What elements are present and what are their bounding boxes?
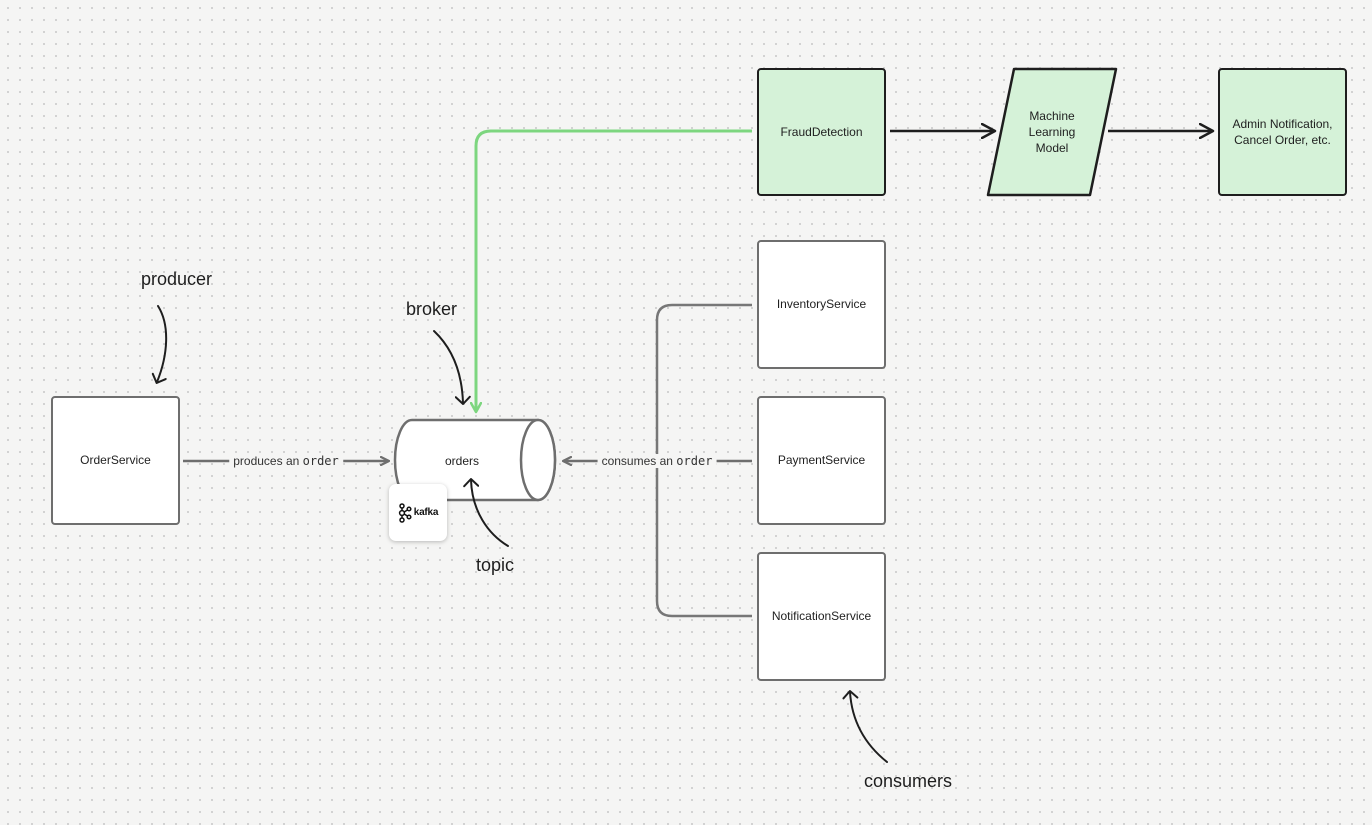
ml-model-shape[interactable]: [986, 67, 1118, 197]
fraud-detection-node[interactable]: FraudDetection: [757, 68, 886, 196]
notification-consumer-line: [655, 467, 752, 618]
inventory-service-node[interactable]: InventoryService: [757, 240, 886, 369]
topic-pointer-arrow: [463, 478, 509, 547]
fraud-detection-label: FraudDetection: [780, 124, 863, 139]
payment-service-label: PaymentService: [777, 453, 866, 468]
produces-edge-label: produces an order: [229, 454, 343, 468]
topic-annotation: topic: [476, 555, 515, 575]
produces-edge-code: order: [302, 454, 339, 468]
order-service-node[interactable]: OrderService: [51, 396, 180, 525]
admin-action-node[interactable]: Admin Notification, Cancel Order, etc.: [1218, 68, 1347, 196]
kafka-badge: kafka: [389, 484, 447, 541]
ml-model-label: Machine Learning Model: [1028, 108, 1076, 156]
produces-edge-prefix: produces an: [233, 454, 300, 468]
producer-annotation: producer: [141, 269, 213, 289]
kafka-logo-icon: [398, 502, 412, 523]
broker-annotation: broker: [406, 299, 458, 319]
topic-name-label: orders: [444, 453, 479, 468]
consumes-edge-code: order: [676, 454, 713, 468]
admin-action-label: Admin Notification, Cancel Order, etc.: [1232, 116, 1333, 147]
kafka-label: kafka: [413, 507, 439, 518]
inventory-consumer-line: [655, 303, 752, 455]
notification-service-label: NotificationService: [771, 609, 872, 624]
inventory-service-label: InventoryService: [776, 297, 867, 312]
notification-service-node[interactable]: NotificationService: [757, 552, 886, 681]
consumes-edge-prefix: consumes an: [601, 454, 673, 468]
fraud-detection-edge: [476, 129, 752, 412]
payment-service-node[interactable]: PaymentService: [757, 396, 886, 525]
topic-cylinder[interactable]: [393, 418, 557, 502]
broker-pointer-arrow: [433, 330, 471, 405]
order-service-label: OrderService: [80, 453, 151, 468]
producer-pointer-arrow: [151, 305, 168, 384]
consumers-pointer-arrow: [842, 690, 888, 763]
consumers-annotation: consumers: [864, 771, 953, 791]
topic-label-box: orders: [412, 446, 512, 476]
consumes-edge-label: consumes an order: [597, 454, 717, 468]
ml-model-label-box: Machine Learning Model: [1010, 100, 1094, 164]
